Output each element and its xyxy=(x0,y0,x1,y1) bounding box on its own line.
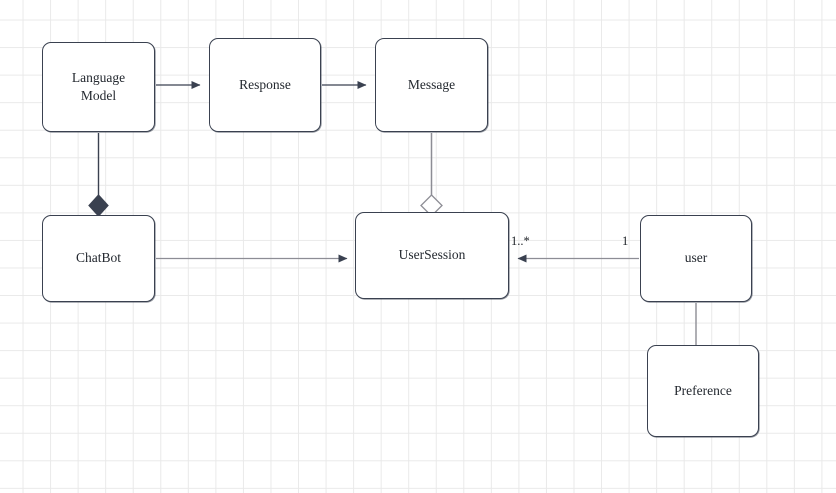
node-label-message: Message xyxy=(407,76,456,92)
node-label-user: user xyxy=(684,250,708,266)
filled-diamond-marker xyxy=(88,194,109,217)
node-chatbot[interactable]: ChatBot xyxy=(42,215,155,302)
node-label-response: Response xyxy=(239,76,291,92)
node-preference[interactable]: Preference xyxy=(647,345,759,437)
node-usersession[interactable]: UserSession xyxy=(355,212,509,299)
node-label-preference: Preference xyxy=(674,382,732,398)
node-language-model[interactable]: Language Model xyxy=(42,42,155,132)
node-user[interactable]: user xyxy=(640,215,752,302)
edge-message-to-usersession xyxy=(420,133,443,217)
node-message[interactable]: Message xyxy=(375,38,488,132)
node-response[interactable]: Response xyxy=(209,38,321,132)
node-label-usersession: UserSession xyxy=(398,247,466,263)
node-label-language-model: Language Model xyxy=(71,69,126,103)
edge-label-multiplicity-many: 1..* xyxy=(511,234,530,248)
edge-label-multiplicity-one: 1 xyxy=(622,234,629,248)
edge-language-model-to-chatbot xyxy=(88,133,109,217)
node-label-chatbot: ChatBot xyxy=(75,250,121,266)
